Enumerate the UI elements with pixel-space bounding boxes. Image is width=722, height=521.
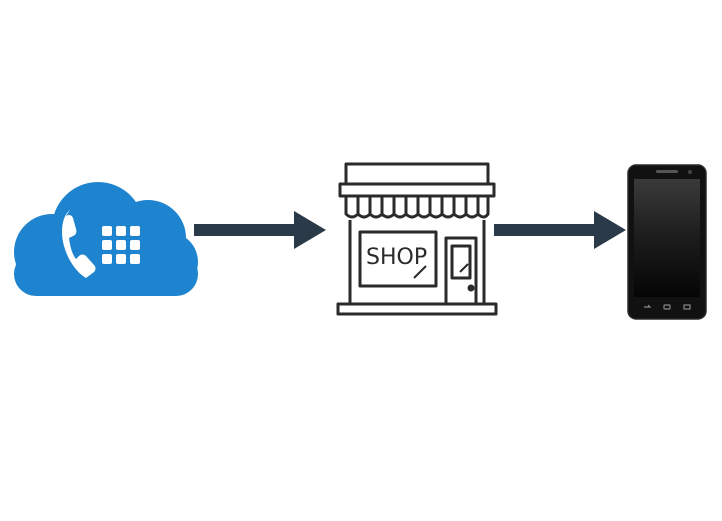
shop-sign-text: SHOP	[366, 245, 427, 270]
shop-storefront-icon: SHOP	[318, 148, 510, 333]
smartphone-icon	[626, 163, 708, 321]
arrow-right-icon	[494, 209, 626, 251]
arrow-right-icon	[194, 209, 326, 251]
cloud-telephone-icon	[10, 180, 200, 302]
